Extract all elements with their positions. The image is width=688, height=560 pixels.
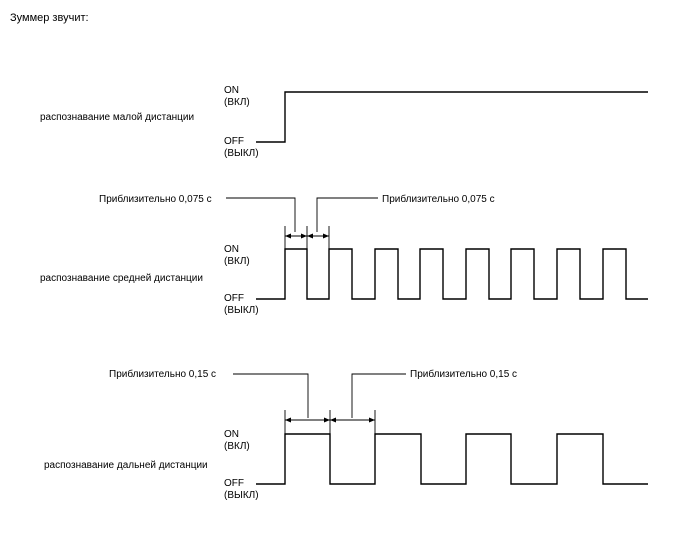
section-long-distance: Приблизительно 0,15 с Приблизительно 0,1… [44,368,648,501]
medium-off-label: OFF [224,293,244,304]
medium-off-label-ru: (ВЫКЛ) [224,305,259,316]
short-on-label-ru: (ВКЛ) [224,97,250,108]
long-leader-right [351,373,406,418]
long-on-label-ru: (ВКЛ) [224,441,250,452]
long-distance-signal-waveform [256,433,648,485]
short-off-label: OFF [224,136,244,147]
medium-distance-label: распознавание средней дистанции [40,273,203,284]
long-distance-label: распознавание дальней дистанции [44,460,208,471]
long-leader-left [233,373,309,418]
long-annotation-right: Приблизительно 0,15 с [410,368,517,380]
short-distance-signal-waveform [256,91,648,143]
medium-leader-left [226,197,296,232]
long-arrowhead-off-right [369,417,375,423]
long-arrowhead-on-right [324,417,330,423]
long-off-label-ru: (ВЫКЛ) [224,490,259,501]
medium-arrowhead-on-left [285,233,291,239]
medium-arrowhead-off-right [323,233,329,239]
medium-arrowhead-off-left [307,233,313,239]
medium-distance-signal-waveform [256,248,648,300]
short-distance-label: распознавание малой дистанции [40,112,194,123]
medium-on-label-ru: (ВКЛ) [224,256,250,267]
long-annotation-left: Приблизительно 0,15 с [109,368,216,380]
long-off-label: OFF [224,478,244,489]
diagram-title: Зуммер звучит: [10,12,89,24]
medium-annotation-left: Приблизительно 0,075 с [99,193,212,205]
long-on-label: ON [224,429,239,440]
short-on-label: ON [224,85,239,96]
medium-arrowhead-on-right [301,233,307,239]
long-arrowhead-off-left [330,417,336,423]
long-arrowhead-on-left [285,417,291,423]
medium-leader-right [316,197,378,232]
short-off-label-ru: (ВЫКЛ) [224,148,259,159]
section-short-distance: ON (ВКЛ) распознавание малой дистанции O… [40,85,648,159]
section-medium-distance: Приблизительно 0,075 с Приблизительно 0,… [40,193,648,316]
medium-on-label: ON [224,244,239,255]
medium-annotation-right: Приблизительно 0,075 с [382,193,495,205]
